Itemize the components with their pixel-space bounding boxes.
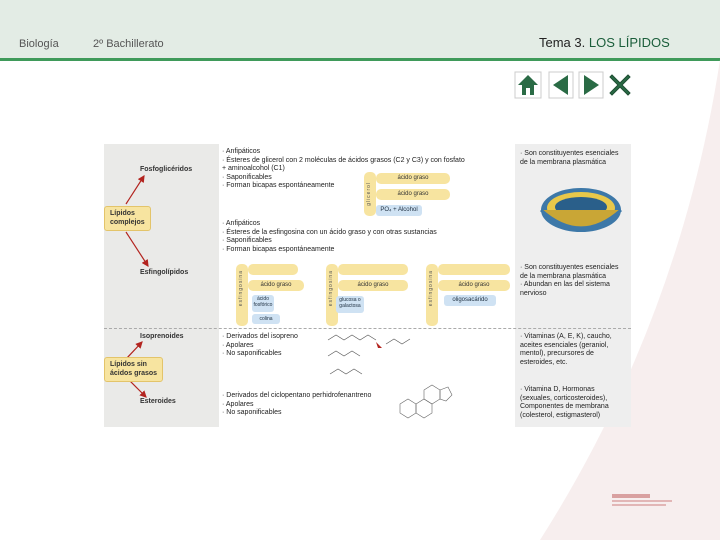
isopre-function: · Vitaminas (A, E, K), caucho, aceites e… (520, 333, 612, 366)
slide-header (0, 0, 720, 60)
slide-title: Tema 3. LOS LÍPIDOS (539, 35, 670, 50)
type-fosfogliceridos: Fosfoglicéridos (140, 166, 193, 173)
esfingo-acido-graso-1: ácido graso (248, 280, 304, 291)
fosfo-po4-box: PO₄ + Alcohol (376, 205, 422, 216)
header-divider (0, 58, 720, 61)
classification-arrows (125, 174, 149, 398)
next-triangle-icon (578, 71, 604, 99)
fosfo-description: · Anfipáticos · Ésteres de glicerol con … (222, 148, 465, 189)
esfingosina-bar-2 (326, 264, 338, 326)
close-button[interactable] (606, 71, 634, 99)
type-esteroides: Esteroides (140, 398, 176, 405)
group-complex-lipids: Lípidos complejos (104, 206, 151, 231)
course-label: 2º Bachillerato (93, 38, 164, 50)
next-button[interactable] (578, 71, 604, 99)
fosfo-acido-graso-2: ácido graso (376, 189, 450, 200)
glucosa-box: glucosa o galactosa (336, 296, 364, 313)
isoprene-structure-icon (327, 334, 411, 375)
glicerol-bar (364, 172, 376, 216)
type-esfingolipidos: Esfingolípidos (140, 269, 189, 276)
esfingo-bar-top-2 (338, 264, 408, 275)
glicerol-label: glicerol (366, 182, 372, 206)
oligosacarido-box: oligosacárido (444, 295, 496, 306)
esfingo-function: · Son constituyentes esenciales de la me… (520, 264, 619, 297)
slide-title-accent: LOS LÍPIDOS (588, 35, 670, 50)
acido-fosforico-box: ácido fosfórico (252, 295, 274, 312)
esfingosina-label-3: esfingosina (428, 270, 434, 307)
esfingo-acido-graso-3: ácido graso (438, 280, 510, 291)
lipids-classification-figure: Lípidos complejos Lípidos sin ácidos gra… (104, 144, 631, 427)
isopre-description: · Derivados del isopreno · Apolares · No… (222, 333, 298, 357)
fosfo-acido-graso-1: ácido graso (376, 173, 450, 184)
esfingo-bar-top-3 (438, 264, 510, 275)
close-x-icon (609, 74, 631, 96)
prev-button[interactable] (548, 71, 574, 99)
ester-function: · Vitamina D, Hormonas (sexuales, cortic… (520, 386, 609, 419)
esfingosina-label-1: esfingosina (238, 270, 244, 307)
esfingo-bar-top-1 (248, 264, 298, 275)
home-icon (514, 71, 542, 99)
liposome-icon (539, 188, 623, 232)
figure-separator (104, 328, 631, 329)
type-isoprenoides: Isoprenoides (140, 333, 184, 340)
prev-triangle-icon (548, 71, 574, 99)
fosfo-function: · Son constituyentes esenciales de la me… (520, 150, 619, 166)
esfingosina-label-2: esfingosina (328, 270, 334, 307)
ester-description: · Derivados del ciclopentano perhidrofen… (222, 392, 372, 416)
steroid-rings-icon (399, 384, 453, 419)
publisher-logo-icon (612, 494, 672, 506)
esfingosina-bar-1 (236, 264, 248, 326)
group-simple-lipids: Lípidos sin ácidos grasos (104, 357, 164, 382)
esfingo-acido-graso-2: ácido graso (338, 280, 408, 291)
colina-box: colina (252, 314, 280, 324)
esfingosina-bar-3 (426, 264, 438, 326)
subject-label: Biología (19, 38, 59, 50)
background-curve (540, 60, 720, 540)
esfingo-description: · Anfipáticos · Ésteres de la esfingosin… (222, 220, 437, 253)
home-button[interactable] (514, 71, 542, 99)
